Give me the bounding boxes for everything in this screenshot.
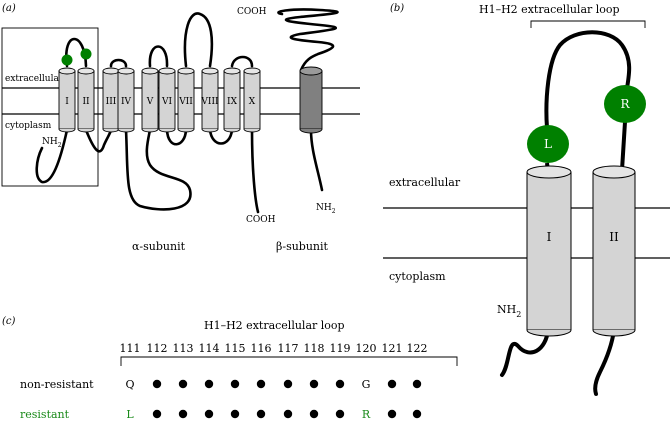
- h1-tail-path: [500, 328, 550, 377]
- residue-l: L: [527, 125, 569, 163]
- row-label-resistant: resistant: [20, 408, 70, 421]
- residue-dot: [283, 379, 293, 389]
- loop-bracket-b: [530, 20, 646, 28]
- residue-dot: [309, 409, 319, 419]
- residue-dot: [230, 379, 240, 389]
- helix-label-x: X: [249, 97, 256, 107]
- helix-label-vii: VII: [178, 97, 193, 107]
- residue-dot: [387, 379, 397, 389]
- h2-tail-path: [593, 328, 616, 396]
- helix-vi-a: VI: [158, 67, 176, 133]
- position-115: 115: [225, 342, 246, 355]
- helix-label-viii: VIII: [200, 97, 219, 107]
- residue-dot: [152, 379, 162, 389]
- helix-iv-a: IV: [117, 67, 135, 133]
- loop-label-b: H1–H2 extracellular loop: [479, 3, 620, 16]
- position-122: 122: [407, 342, 428, 355]
- residue-l-label: L: [544, 137, 552, 151]
- helix-x-a: X: [243, 67, 261, 133]
- panel-c-label: (c): [2, 316, 16, 327]
- helix-i-label-b: I: [547, 230, 552, 244]
- nh2-label-b: NH2: [497, 303, 521, 319]
- residue-letter: G: [362, 378, 371, 391]
- residue-letter: Q: [125, 378, 134, 391]
- loop-bracket-c: [120, 356, 458, 366]
- helix-ii-label-b: II: [609, 230, 619, 244]
- panel-a-label: (a): [2, 3, 16, 14]
- helix-viii-a: VIII: [200, 67, 219, 133]
- helix-vii-a: VII: [177, 67, 195, 133]
- helix-label-ii: II: [82, 97, 90, 107]
- panel-a: (a) extracellular cytoplasm COOH COOH NH…: [1, 3, 360, 253]
- position-117: 117: [278, 342, 299, 355]
- residue-r: R: [604, 85, 646, 123]
- position-118: 118: [304, 342, 325, 355]
- helix-ix-a: IX: [223, 67, 241, 133]
- residue-r-label: R: [620, 97, 630, 111]
- position-111: 111: [120, 342, 141, 355]
- beta-helix: [299, 66, 323, 134]
- helix-i-a: I: [58, 67, 76, 133]
- beta-chain-path: [277, 8, 339, 192]
- cytoplasm-label-b: cytoplasm: [389, 270, 446, 283]
- alpha-nh2-label: NH2: [42, 137, 62, 149]
- residue-dot: [204, 409, 214, 419]
- alpha-chain-path: [35, 12, 260, 214]
- loop-label-c: H1–H2 extracellular loop: [204, 319, 345, 332]
- position-121: 121: [382, 342, 403, 355]
- helix-label-v: V: [146, 97, 154, 107]
- alpha-subunit-label: α-subunit: [132, 240, 186, 253]
- position-120: 120: [356, 342, 377, 355]
- residue-dot: [204, 379, 214, 389]
- residue-dot: [256, 379, 266, 389]
- panel-b-label: (b): [390, 3, 404, 14]
- residue-dot: [335, 379, 345, 389]
- position-116: 116: [251, 342, 272, 355]
- residue-dot: [230, 409, 240, 419]
- h1-h2-highlight-box: [1, 27, 99, 187]
- mutation-dot-h1: [61, 54, 73, 66]
- beta-subunit-label: β-subunit: [276, 240, 329, 253]
- position-114: 114: [199, 342, 220, 355]
- residue-dot: [178, 409, 188, 419]
- position-119: 119: [330, 342, 351, 355]
- residue-dot: [387, 409, 397, 419]
- position-112: 112: [147, 342, 168, 355]
- residue-letter: L: [126, 408, 134, 421]
- panel-b: (b) H1–H2 extracellular loop extracellul…: [383, 3, 670, 396]
- beta-nh2-label: NH2: [316, 203, 336, 215]
- helix-label-iii: III: [106, 97, 117, 107]
- residue-dot: [335, 409, 345, 419]
- helix-v-a: V: [141, 67, 159, 133]
- residue-dot: [412, 409, 422, 419]
- row-label-non-resistant: non-resistant: [20, 378, 94, 391]
- residue-dot: [178, 379, 188, 389]
- helix-i-b: I: [526, 165, 572, 337]
- helix-label-vi: VI: [161, 97, 172, 107]
- residue-dot: [412, 379, 422, 389]
- residue-dot: [309, 379, 319, 389]
- cytoplasm-label-a: cytoplasm: [5, 121, 52, 131]
- helix-label-iv: IV: [121, 97, 132, 107]
- residue-table: 111 112 113 114 115 116 117 118 119 120 121 122 non-…: [20, 342, 428, 421]
- residue-letter: R: [362, 408, 371, 421]
- beta-cooh-label: COOH: [237, 7, 267, 17]
- h1-h2-loop-path: [544, 30, 632, 172]
- residue-dot: [152, 409, 162, 419]
- mutation-dot-h2: [80, 48, 92, 60]
- helix-label-i: I: [65, 97, 69, 107]
- extracellular-label-a: extracellular: [5, 74, 64, 84]
- alpha-cooh-label: COOH: [246, 215, 276, 225]
- helix-label-ix: IX: [227, 97, 238, 107]
- position-113: 113: [173, 342, 194, 355]
- residue-dot: [283, 409, 293, 419]
- extracellular-label-b: extracellular: [389, 176, 461, 189]
- helix-ii-b: II: [592, 165, 636, 337]
- helix-iii-a: III: [102, 67, 120, 133]
- helix-ii-a: II: [77, 67, 95, 133]
- residue-dot: [256, 409, 266, 419]
